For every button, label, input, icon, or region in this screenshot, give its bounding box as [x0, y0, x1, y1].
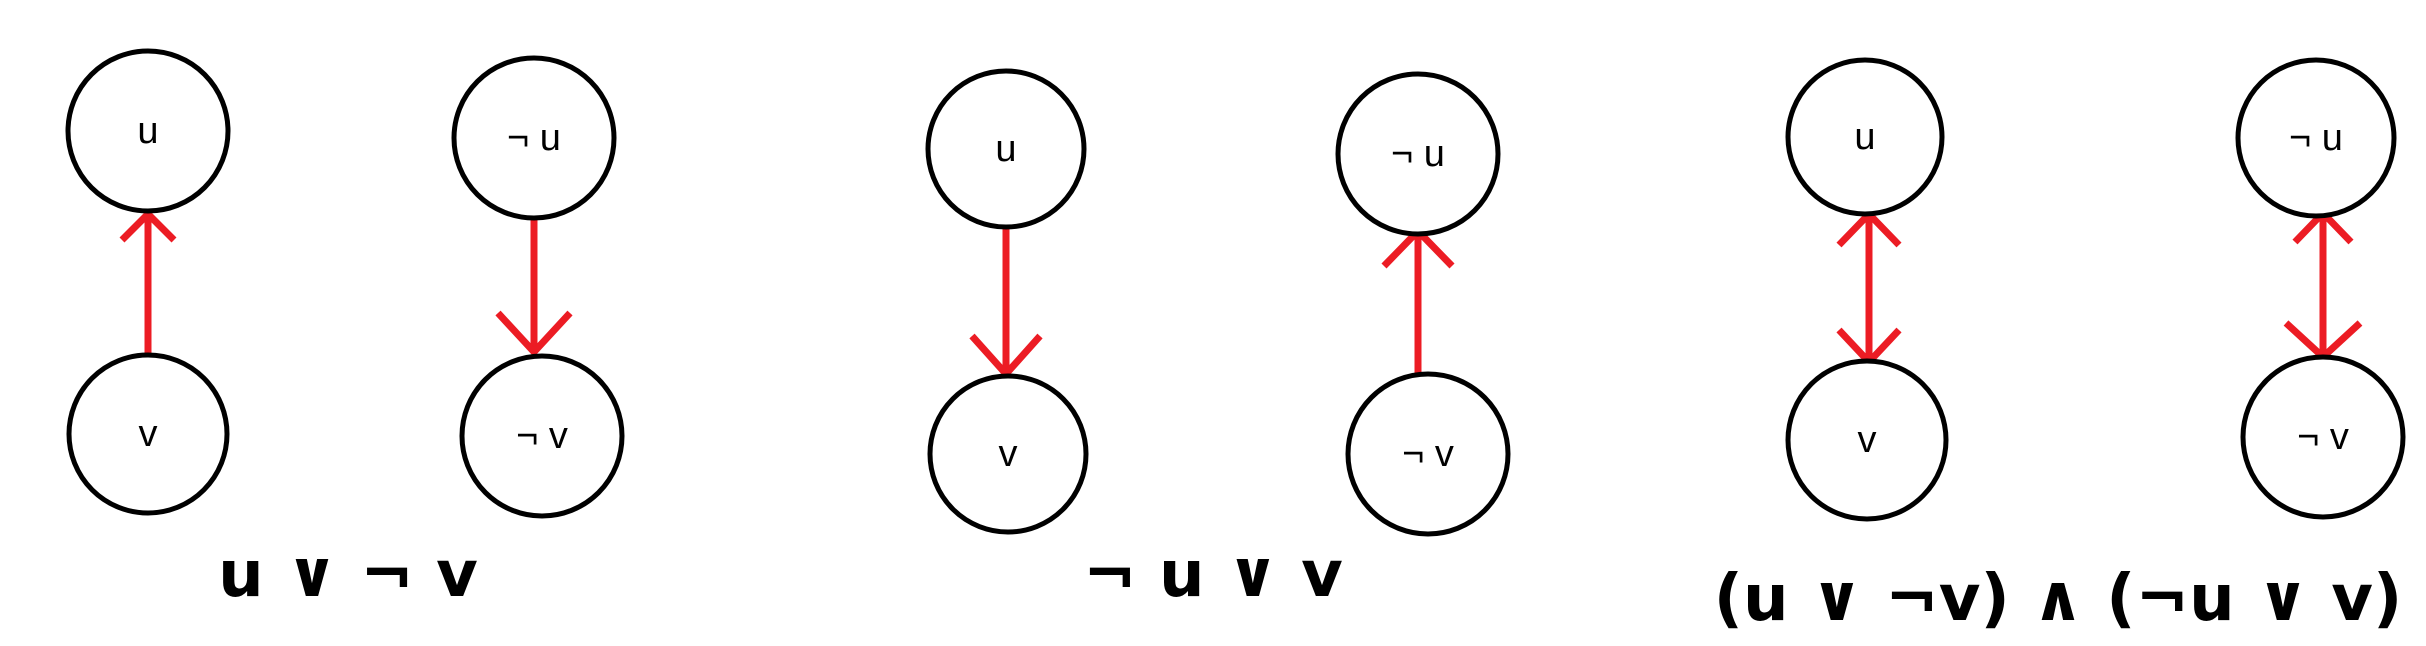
node-label: v — [139, 413, 158, 455]
diagram-3: u v ¬ u ¬ v (u ∨ ¬v) ∧ (¬u ∨ v) — [1714, 57, 2406, 636]
edge-u-v-two-way — [1836, 208, 1902, 368]
node-label: u — [1854, 116, 1875, 158]
edge-not-u-not-v-two-way — [2283, 207, 2363, 362]
node-label: ¬ u — [1391, 133, 1445, 175]
node-label: v — [1858, 419, 1877, 461]
node-label: ¬ u — [507, 117, 561, 159]
node-u: u — [1785, 57, 1945, 217]
node-u: u — [65, 48, 231, 214]
node-not-v: ¬ v — [459, 353, 625, 519]
node-label: v — [999, 433, 1018, 475]
node-not-v: ¬ v — [2240, 354, 2406, 520]
edge-v-to-u — [119, 209, 177, 357]
diagram-1: u v ¬ u ¬ v u ∨ ¬ v — [65, 48, 625, 612]
caption: ¬ u ∨ v — [1083, 538, 1343, 612]
node-v: v — [1785, 358, 1949, 522]
node-not-u: ¬ u — [1335, 71, 1501, 237]
node-label: ¬ v — [1402, 433, 1454, 475]
node-u: u — [925, 68, 1087, 230]
edge-not-v-to-not-u — [1381, 225, 1455, 375]
node-v: v — [66, 352, 230, 516]
node-label: ¬ u — [2289, 117, 2343, 159]
node-not-u: ¬ u — [451, 55, 617, 221]
node-label: u — [137, 110, 158, 152]
edge-not-u-to-not-v — [495, 217, 573, 358]
diagram-2: u v ¬ u ¬ v ¬ u ∨ v — [925, 68, 1511, 612]
edge-u-to-v — [969, 226, 1043, 380]
node-label: u — [995, 128, 1016, 170]
node-not-v: ¬ v — [1345, 371, 1511, 537]
caption: u ∨ ¬ v — [218, 538, 478, 612]
node-not-u: ¬ u — [2235, 57, 2397, 219]
node-label: ¬ v — [516, 415, 568, 457]
node-v: v — [927, 373, 1089, 535]
caption: (u ∨ ¬v) ∧ (¬u ∨ v) — [1714, 562, 2402, 636]
node-label: ¬ v — [2297, 416, 2349, 458]
